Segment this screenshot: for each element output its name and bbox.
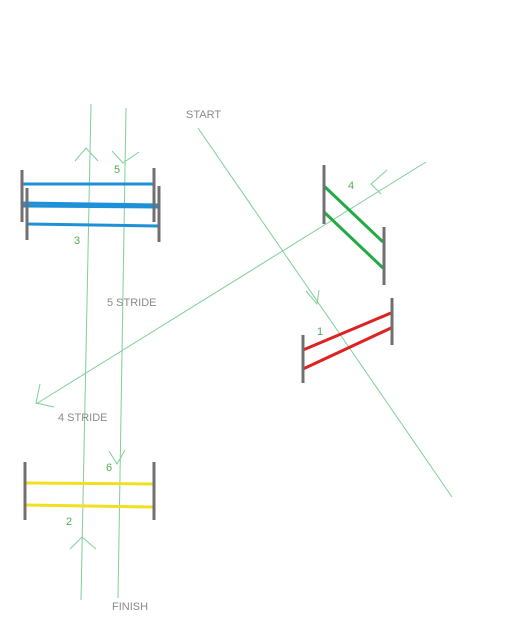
arrow-up-icon: [74, 147, 99, 162]
fence-green: [322, 165, 386, 285]
fence-number-1: 1: [317, 326, 323, 338]
fence-red: [301, 298, 394, 383]
fence-blue-rail-mid-b: [21, 204, 159, 209]
fence-blue-rail-bottom: [26, 222, 159, 228]
fence-green-rail-bottom: [322, 210, 385, 270]
fence-number-6: 6: [106, 462, 112, 474]
path-line-left: [80, 103, 92, 601]
arrow-down-icon-2: [108, 449, 126, 465]
stride-5-label: 5 STRIDE: [107, 297, 157, 309]
path-line-return-diagonal: [35, 161, 427, 405]
fence-numbers: 5 3 4 1 6 2: [66, 164, 354, 528]
fence-number-3: 3: [74, 235, 80, 247]
fence-red-rail-top: [302, 311, 392, 352]
finish-label: FINISH: [112, 601, 148, 613]
fence-number-5: 5: [114, 164, 120, 176]
fence-blue-rail-mid-a: [21, 201, 159, 207]
arrow-down-icon: [111, 150, 140, 164]
arrow-down-left-icon: [370, 169, 388, 195]
stride-4-label: 4 STRIDE: [58, 412, 108, 424]
path-line-start-diagonal: [197, 127, 453, 498]
fence-blue: [20, 168, 161, 242]
fence-number-2: 2: [66, 516, 72, 528]
start-label: START: [186, 109, 221, 121]
path-line-right: [117, 107, 127, 599]
fence-yellow-rail-bottom: [24, 503, 154, 509]
fence-number-4: 4: [348, 180, 354, 192]
arrow-down-left-icon-2: [35, 383, 55, 408]
course-path: [35, 103, 453, 601]
arrow-up-icon-2: [69, 536, 97, 550]
fence-yellow: [23, 462, 156, 520]
arrow-down-diagonal-icon: [305, 289, 320, 306]
direction-arrows: [35, 147, 388, 550]
fence-yellow-rail-top: [24, 481, 154, 486]
fence-green-rail-top: [322, 184, 385, 244]
fence-red-rail-bottom: [302, 326, 392, 371]
